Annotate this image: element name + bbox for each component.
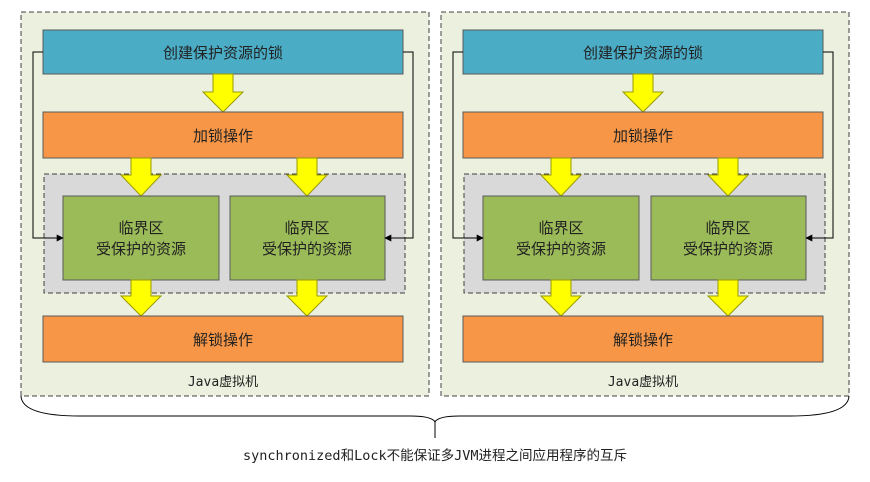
jvm-1-critical-2-line2: 受保护的资源 <box>262 240 352 258</box>
jvm-2-critical-1-line1: 临界区 <box>538 219 583 237</box>
jvm-2-release-lock-label: 解锁操作 <box>613 331 673 349</box>
jvm-1-acquire-lock-label: 加锁操作 <box>193 127 253 145</box>
jvm-2-left-connector <box>452 51 484 242</box>
jvm-1-arrow-acquire-to-critical-1 <box>119 157 163 197</box>
jvm-1-acquire-lock-box <box>42 111 404 159</box>
jvm-2-critical-box-2 <box>650 195 807 281</box>
jvm-1-arrow-acquire-to-critical-2 <box>285 157 329 197</box>
jvm-1-arrow-critical-2-to-release <box>285 279 329 317</box>
jvm-1-arrow-critical-1-to-release <box>119 279 163 317</box>
jvm-1-release-lock-label: 解锁操作 <box>193 331 253 349</box>
jvm-1-critical-box-1 <box>62 195 220 281</box>
jvm-1-critical-1-line2: 受保护的资源 <box>96 240 186 258</box>
jvm-panel-2: 创建保护资源的锁 加锁操作 临界区 受保护的资源 临界区 受保护的资源 解锁操作… <box>440 11 850 397</box>
jvm-2-arrow-critical-2-to-release <box>706 279 750 317</box>
jvm-2-create-lock-box <box>462 29 824 75</box>
jvm-1-create-lock-label: 创建保护资源的锁 <box>163 44 283 62</box>
jvm-2-label: Java虚拟机 <box>608 375 678 390</box>
jvm-2-release-lock-box <box>462 315 824 363</box>
jvm-2-critical-1-line2: 受保护的资源 <box>516 240 606 258</box>
jvm-panel-1: 创建保护资源的锁 加锁操作 临界区 受保护的资源 临界区 受保护的资源 解锁操作… <box>20 11 430 397</box>
jvm-2-right-connector <box>805 51 834 242</box>
jvm-1-create-lock-box <box>42 29 404 75</box>
jvm-2-arrow-acquire-to-critical-1 <box>539 157 583 197</box>
jvm-2-critical-box-1 <box>482 195 640 281</box>
jvm-2-acquire-lock-box <box>462 111 824 159</box>
jvm-1-critical-1-line1: 临界区 <box>118 219 163 237</box>
brace <box>20 395 850 424</box>
jvm-2-acquire-lock-label: 加锁操作 <box>613 127 673 145</box>
jvm-1-left-connector <box>32 51 64 242</box>
jvm-2-create-lock-label: 创建保护资源的锁 <box>583 44 703 62</box>
jvm-2-arrow-critical-1-to-release <box>539 279 583 317</box>
jvm-2-arrow-acquire-to-critical-2 <box>706 157 750 197</box>
jvm-1-label: Java虚拟机 <box>188 375 258 390</box>
jvm-1-critical-2-line1: 临界区 <box>284 219 329 237</box>
jvm-2-critical-2-line2: 受保护的资源 <box>683 240 773 258</box>
diagram-caption: synchronized和Lock不能保证多JVM进程之间应用程序的互斥 <box>243 447 627 464</box>
jvm-1-critical-box-2 <box>229 195 386 281</box>
jvm-1-arrow-create-to-acquire <box>201 73 245 113</box>
jvm-1-release-lock-box <box>42 315 404 363</box>
jvm-2-critical-2-line1: 临界区 <box>705 219 750 237</box>
jvm-2-arrow-create-to-acquire <box>621 73 665 113</box>
jvm-1-right-connector <box>384 51 414 242</box>
